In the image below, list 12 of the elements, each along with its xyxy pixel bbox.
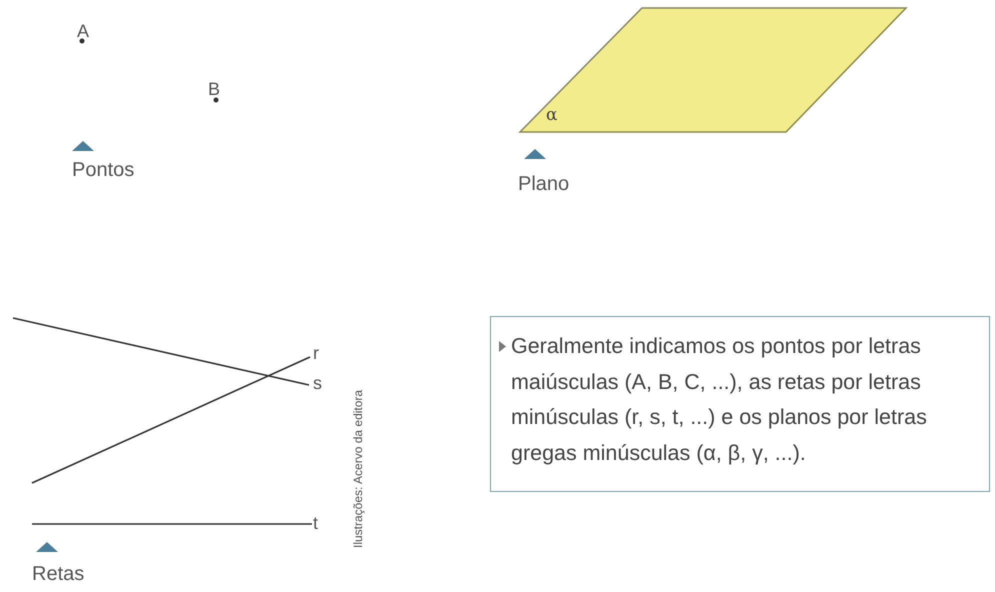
line-label: t	[313, 514, 318, 532]
credit-text: Ilustrações: Acervo da editora	[352, 390, 364, 548]
caption: Retas	[32, 564, 84, 584]
point-label: A	[77, 22, 90, 40]
note-box	[490, 316, 990, 492]
caption: Pontos	[72, 160, 134, 180]
plane-label: α	[546, 107, 558, 124]
caption: Plano	[518, 174, 570, 194]
point-label: B	[208, 80, 220, 98]
line-label: s	[313, 374, 322, 392]
note-text: Geralmente indicamos os pontos por letras maiúsculas (A, B, C, ...), as retas por letras minúsculas (r, s, t, ...) e os planos por letras gregas minúsculas (α, β, γ, ...).	[511, 333, 928, 466]
line-label: r	[313, 344, 319, 362]
